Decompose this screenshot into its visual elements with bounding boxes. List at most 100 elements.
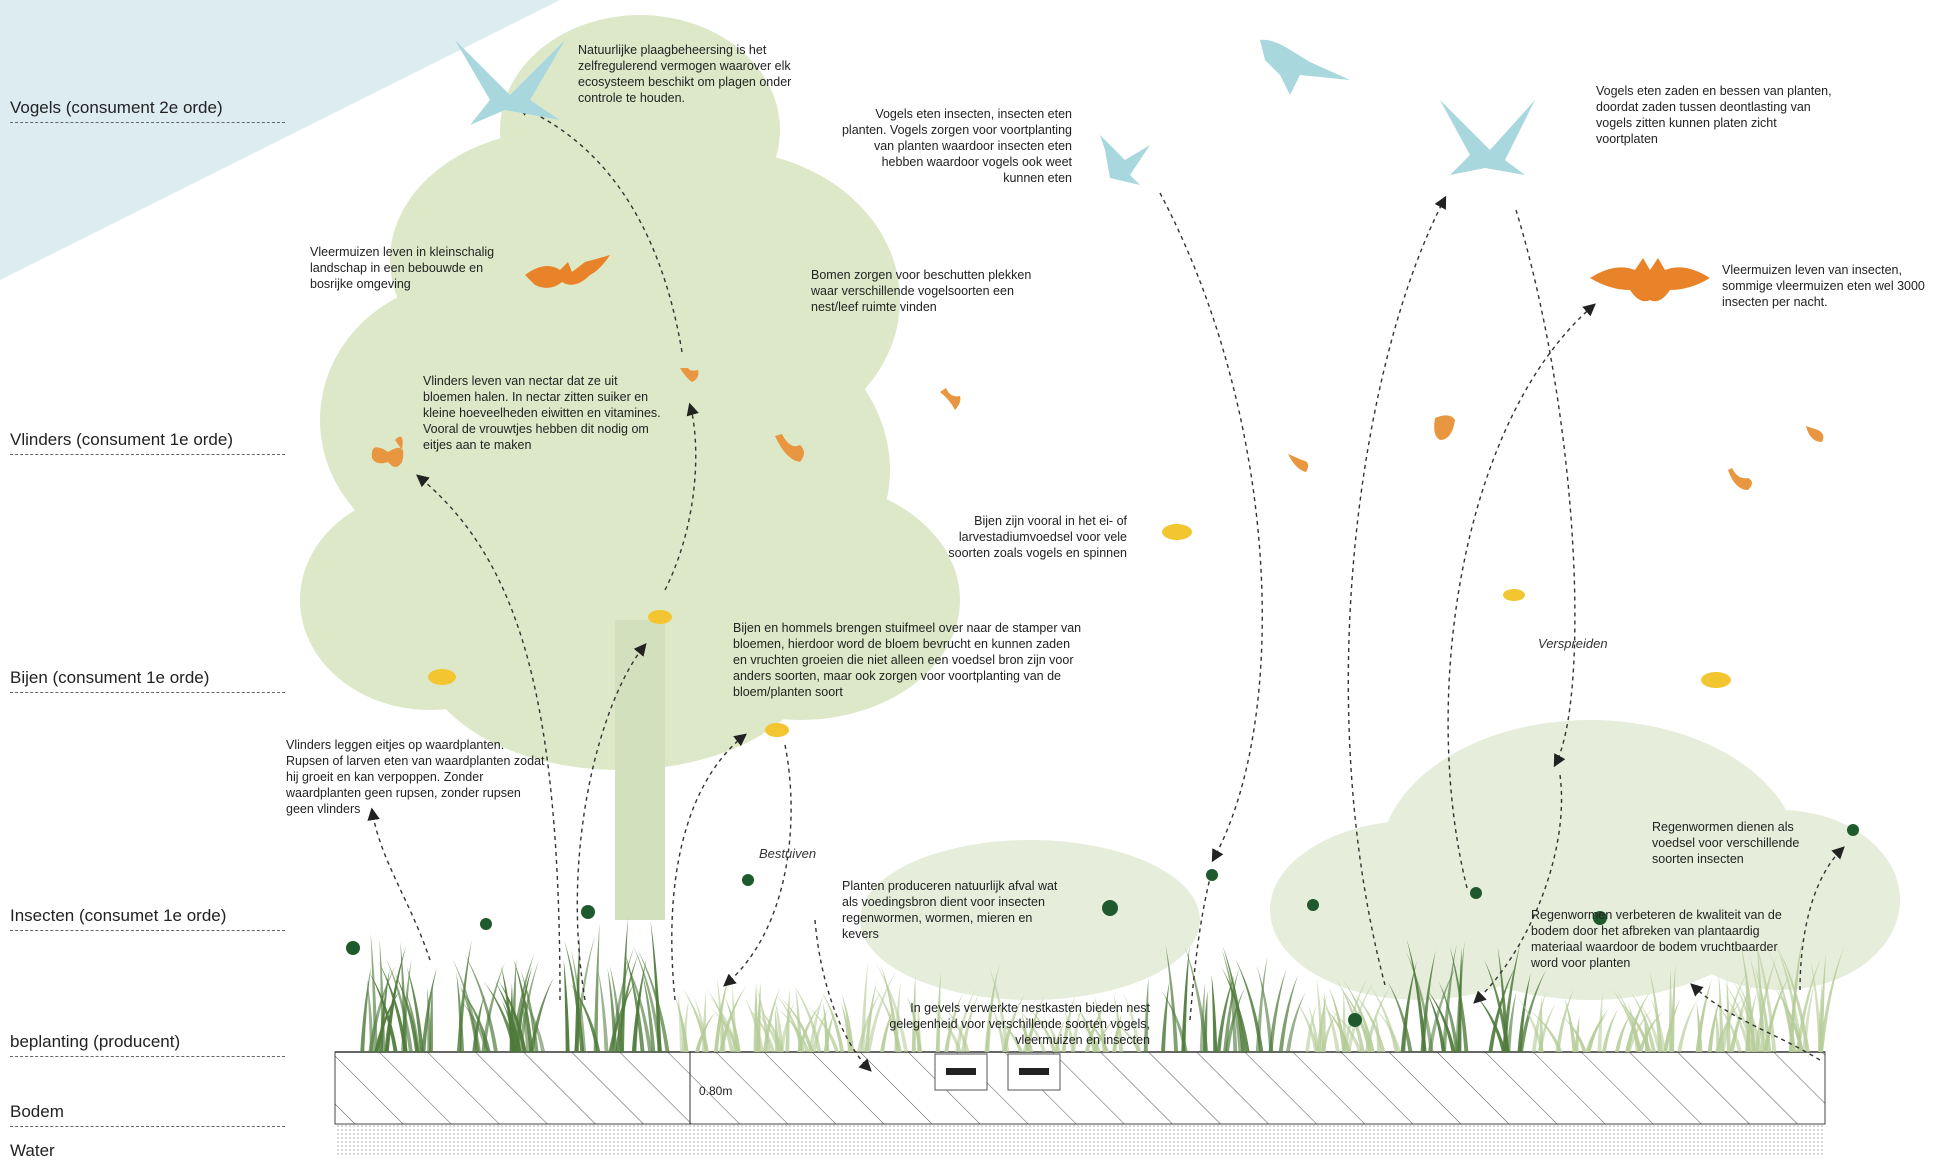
plant-blade	[1616, 990, 1643, 1052]
plant-blade	[1537, 1003, 1556, 1052]
plant-blade	[1406, 939, 1427, 1052]
plant-blade	[911, 975, 916, 1052]
plant-blade	[641, 972, 656, 1052]
butterfly-icon	[940, 388, 961, 410]
plant-blade	[384, 946, 407, 1052]
plant-blade	[1223, 968, 1239, 1052]
plant-blade	[1649, 970, 1663, 1052]
plant-blade	[1346, 980, 1375, 1052]
plant-blade	[563, 959, 570, 1052]
plant-blade	[1516, 996, 1545, 1052]
note-vleermuizen-insecten: Vleermuizen leven van insecten, sommige …	[1722, 263, 1925, 309]
plant-blade	[1819, 947, 1845, 1052]
plant-blade	[464, 954, 499, 1052]
plant-blade	[718, 985, 747, 1052]
butterfly-icon	[371, 436, 404, 467]
plant-blade	[1161, 990, 1188, 1052]
plant-blade	[1296, 1001, 1319, 1052]
plant-blade	[1083, 1017, 1110, 1052]
bee-icon	[1503, 589, 1525, 601]
sky-wedge	[0, 0, 560, 280]
insect-icon	[1348, 1013, 1362, 1027]
plant-blade	[360, 967, 372, 1052]
plant-blade	[681, 999, 689, 1052]
plant-blade	[873, 985, 903, 1052]
plant-blade	[1401, 974, 1414, 1052]
layer-label-water: Water	[10, 1141, 55, 1160]
note-regenwormen-bodem: Regenwormen verbeteren de kwaliteit van …	[1531, 908, 1782, 970]
plant-blade	[1061, 995, 1076, 1052]
insect-icon	[1307, 899, 1319, 911]
plant-blade	[400, 941, 408, 1052]
plant-blade	[1601, 1008, 1619, 1052]
plant-blade	[1726, 977, 1731, 1052]
note-planten-afval: Planten produceren natuurlijk afval wat …	[842, 879, 1058, 941]
plant-blade	[378, 961, 408, 1052]
plant-blade	[808, 992, 825, 1052]
layer-label-bijen: Bijen (consument 1e orde)	[10, 668, 285, 693]
plant-blade	[1165, 945, 1179, 1052]
plant-blade	[1230, 983, 1238, 1052]
plant-blade	[711, 1008, 740, 1052]
plant-blade	[1517, 973, 1531, 1052]
bird-icon	[1440, 100, 1535, 175]
plant-blade	[1502, 943, 1521, 1052]
nest-boxes	[934, 1053, 1061, 1091]
plant-blade	[1342, 977, 1368, 1052]
plant-blade	[1473, 992, 1506, 1052]
plant-blade	[776, 994, 806, 1052]
plant-blade	[1285, 992, 1306, 1052]
birds	[455, 39, 1535, 185]
plant-blade	[1305, 1004, 1317, 1052]
plant-blade	[1143, 978, 1149, 1052]
plant-blade	[1016, 1007, 1047, 1052]
plant-blade	[875, 962, 909, 1052]
plant-blade	[1308, 1005, 1320, 1052]
plant-blade	[1278, 974, 1299, 1052]
butterfly-icon	[1434, 415, 1455, 440]
plant-blade	[1442, 943, 1457, 1052]
plant-blade	[1025, 996, 1045, 1052]
plant-blade	[1161, 980, 1170, 1052]
insect-icon	[581, 905, 595, 919]
plant-blade	[1625, 991, 1651, 1052]
plant-blade	[1092, 1017, 1117, 1052]
insect-icon	[1847, 824, 1859, 836]
plant-blade	[1484, 959, 1510, 1052]
plant-blade	[1723, 994, 1752, 1052]
note-bijen-stuifmeel: Bijen en hommels brengen stuifmeel over …	[733, 621, 1082, 699]
plant-blade	[481, 962, 506, 1052]
plant-blade	[935, 972, 941, 1052]
plant-blade	[1518, 969, 1547, 1052]
depth-dimension-label: 0.80m	[699, 1084, 733, 1098]
bee-icon	[648, 610, 672, 624]
water-layer	[335, 1124, 1825, 1157]
bee-icon	[428, 669, 456, 685]
plant-blade	[864, 981, 877, 1052]
note-plaagbeheersing: Natuurlijke plaagbeheersing is het zelfr…	[578, 43, 792, 105]
food-web-arrows	[367, 104, 1845, 1072]
plant-blade	[1427, 965, 1458, 1052]
plant-blade	[1420, 950, 1436, 1052]
plant-blade	[1769, 952, 1797, 1052]
plant-blade	[1773, 987, 1805, 1052]
plant-blade	[1370, 986, 1399, 1052]
plant-blade	[695, 1011, 716, 1052]
plant-blade	[1722, 980, 1755, 1052]
bird-icon	[1100, 135, 1150, 185]
plant-blade	[1756, 940, 1765, 1052]
plant-blade	[1562, 1016, 1587, 1052]
layer-label-bodem: Bodem	[10, 1102, 285, 1127]
bee-icon	[1701, 672, 1731, 688]
plant-blade	[955, 989, 976, 1052]
plant-blade	[841, 993, 855, 1052]
bee-icon	[1162, 524, 1192, 540]
plant-blade	[1320, 994, 1340, 1052]
plant-blade	[756, 1005, 785, 1052]
plant-blade	[860, 962, 868, 1052]
background-vegetation	[860, 720, 1900, 1000]
plant-blade	[637, 949, 670, 1052]
plant-blade	[1336, 979, 1365, 1052]
butterfly-icon	[775, 434, 804, 462]
plant-blade	[1695, 978, 1713, 1052]
